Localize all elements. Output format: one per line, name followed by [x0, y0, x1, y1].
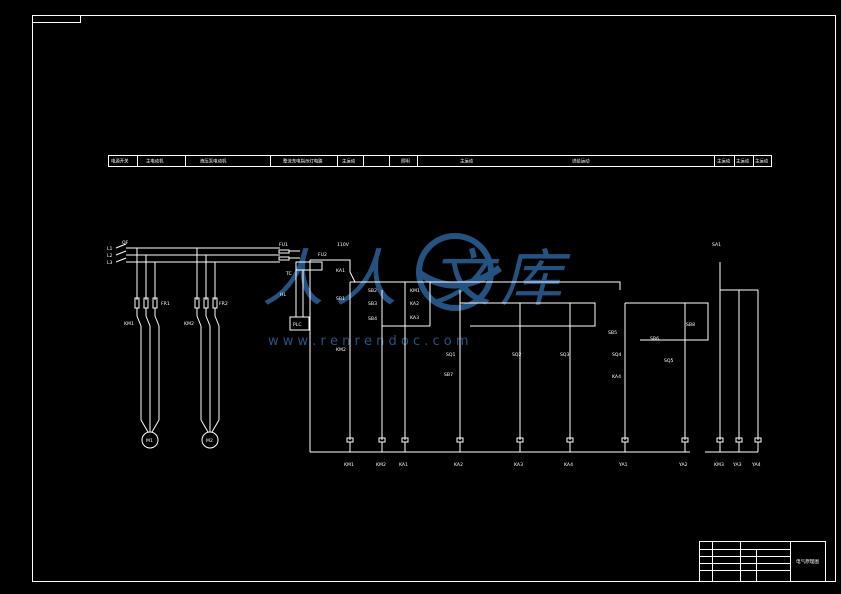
- header-cell-2: 液压泵电动机: [200, 158, 227, 165]
- ctl-contact-sq1: SQ1: [446, 352, 456, 358]
- plc-box: [290, 317, 309, 330]
- header-cell-10: 主运动: [755, 158, 769, 165]
- ctl-contact-sq3: SQ3: [560, 352, 570, 358]
- ctl-contact-sb7: SB7: [444, 372, 453, 378]
- coil-label-6: YA1: [618, 462, 628, 468]
- watermark-char-4: 库: [500, 242, 571, 315]
- phase-label-l3: L3: [107, 260, 113, 266]
- coil-label-4: KA3: [514, 462, 523, 468]
- header-strip: 电源开关 主电动机 液压泵电动机 整流充电指示灯电路 主运动 照明 主运动 进给…: [109, 156, 772, 167]
- ctl-contact-sb1: SB1: [336, 296, 345, 302]
- coil-label-10: YA4: [751, 462, 761, 468]
- motor-m1: [142, 432, 158, 448]
- title-block: [700, 542, 826, 582]
- lamp-switch-label: SA1: [712, 242, 721, 248]
- ctl-contact-sq2: SQ2: [512, 352, 522, 358]
- motor-m2: [202, 432, 218, 448]
- hl-label: HL: [280, 292, 286, 298]
- transformer-section: FU1 TC HL PLC: [279, 242, 322, 330]
- fu1-label: FU1: [279, 242, 288, 248]
- voltage-label: 110V: [337, 242, 350, 248]
- coil-label-2: KA1: [399, 462, 408, 468]
- ctl-contact-sb6: SB6: [650, 336, 659, 342]
- ctl-contact-km1: KM1: [410, 288, 420, 294]
- tc-label: TC: [285, 271, 292, 277]
- watermark-char-3: 文: [430, 242, 500, 315]
- header-cell-7: 进给运动: [572, 158, 590, 165]
- header-cell-5: 照明: [401, 159, 410, 165]
- m2-relay-label: FR2: [219, 301, 228, 307]
- coil-row: KM1 KM2 KA1 KA2 KA3 KA4 YA1 YA2 KM3 YA3 YA4: [344, 438, 761, 468]
- header-cell-8: 主运动: [717, 158, 731, 165]
- header-cell-6: 主运动: [460, 158, 474, 165]
- coil-label-1: KM2: [376, 462, 386, 468]
- ctl-contact-sb2: SB2: [368, 288, 377, 294]
- coil-label-5: KA4: [564, 462, 573, 468]
- header-cell-0: 电源开关: [111, 158, 129, 165]
- ctl-contact-ka2: KA2: [410, 301, 419, 307]
- power-circuit: L1 L2 L3 QF FR1 KM1 M1: [107, 240, 280, 448]
- coil-label-0: KM1: [344, 462, 354, 468]
- ctl-contact-sq5: SQ5: [664, 358, 674, 364]
- coil-label-3: KA2: [454, 462, 463, 468]
- header-cell-1: 主电动机: [146, 158, 164, 165]
- drawing-title: 电气原理图: [796, 558, 819, 565]
- m1-label: M1: [146, 438, 153, 444]
- m1-contactor-label: KM1: [124, 321, 134, 327]
- ctl-contact-sq4: SQ4: [612, 352, 622, 358]
- ctl-contact-sb5: SB5: [608, 330, 617, 336]
- header-cell-3: 整流充电指示灯电路: [283, 158, 323, 165]
- header-cell-9: 主运动: [736, 158, 750, 165]
- phase-label-l1: L1: [107, 246, 113, 252]
- coil-label-9: YA3: [732, 462, 742, 468]
- title-block-grid: 电气原理图: [700, 542, 819, 582]
- m2-label: M2: [206, 438, 213, 444]
- ctl-contact-sb3: SB3: [368, 301, 377, 307]
- outer-frame: [33, 16, 836, 582]
- phase-label-l2: L2: [107, 253, 113, 259]
- watermark-char-1: 人: [262, 242, 324, 315]
- ctl-contact-ka1: KA1: [336, 268, 345, 274]
- watermark-url: w w w . r e n r e n d o c . c o m: [268, 334, 469, 349]
- m2-contactor-label: KM2: [184, 321, 194, 327]
- control-circuit: 110V FU2 KA1 SB1 SB2 SB3 SB4 KM1 KA2 KA3…: [310, 242, 758, 452]
- m1-relay-label: FR1: [161, 301, 170, 307]
- coil-label-8: KM3: [714, 462, 724, 468]
- ctl-contact-ka3: KA3: [410, 315, 419, 321]
- coil-label-7: YA2: [678, 462, 688, 468]
- corner-tab: [33, 16, 81, 23]
- ctl-contact-sb8: SB8: [686, 322, 695, 328]
- ctl-contact-km2: KM2: [336, 347, 346, 353]
- qf-label: QF: [122, 240, 129, 246]
- fu2-label: FU2: [318, 252, 327, 258]
- header-cell-4: 主运动: [342, 158, 356, 165]
- plc-label: PLC: [293, 322, 302, 328]
- watermark-char-2: 人: [335, 242, 397, 315]
- ctl-contact-ka4: KA4: [612, 374, 621, 380]
- ctl-contact-sb4: SB4: [368, 316, 377, 322]
